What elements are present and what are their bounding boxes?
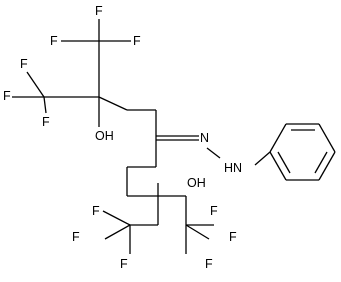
bond [314, 151, 328, 174]
bond [206, 147, 221, 159]
atom-f: F [3, 89, 11, 103]
bond [269, 123, 287, 153]
bond [102, 210, 131, 226]
bond [318, 123, 336, 153]
atom-f: F [205, 257, 213, 271]
atom-f: F [210, 204, 218, 218]
bond [254, 151, 271, 166]
bond [318, 151, 336, 181]
atom-f: F [133, 34, 141, 48]
atom-hn: HN [224, 161, 242, 175]
atom-f: F [42, 115, 50, 129]
atom-labels: F F F F F F OH N HN OH F F F F F F [3, 4, 242, 271]
atom-f: F [92, 204, 100, 218]
atom-f: F [72, 230, 80, 244]
atom-f: F [120, 257, 128, 271]
atom-f: F [95, 4, 103, 18]
bond [269, 151, 287, 181]
bond [98, 96, 128, 111]
bond [277, 151, 291, 174]
atom-n: N [200, 131, 209, 145]
bond-lines [12, 19, 336, 254]
bond [104, 224, 131, 240]
atom-f: F [50, 34, 58, 48]
atom-f: F [20, 57, 28, 71]
bond [185, 224, 210, 240]
atom-oh: OH [95, 129, 114, 143]
bond [43, 96, 47, 114]
bond [26, 71, 45, 98]
atom-f: F [229, 230, 237, 244]
atom-oh: OH [187, 176, 206, 190]
